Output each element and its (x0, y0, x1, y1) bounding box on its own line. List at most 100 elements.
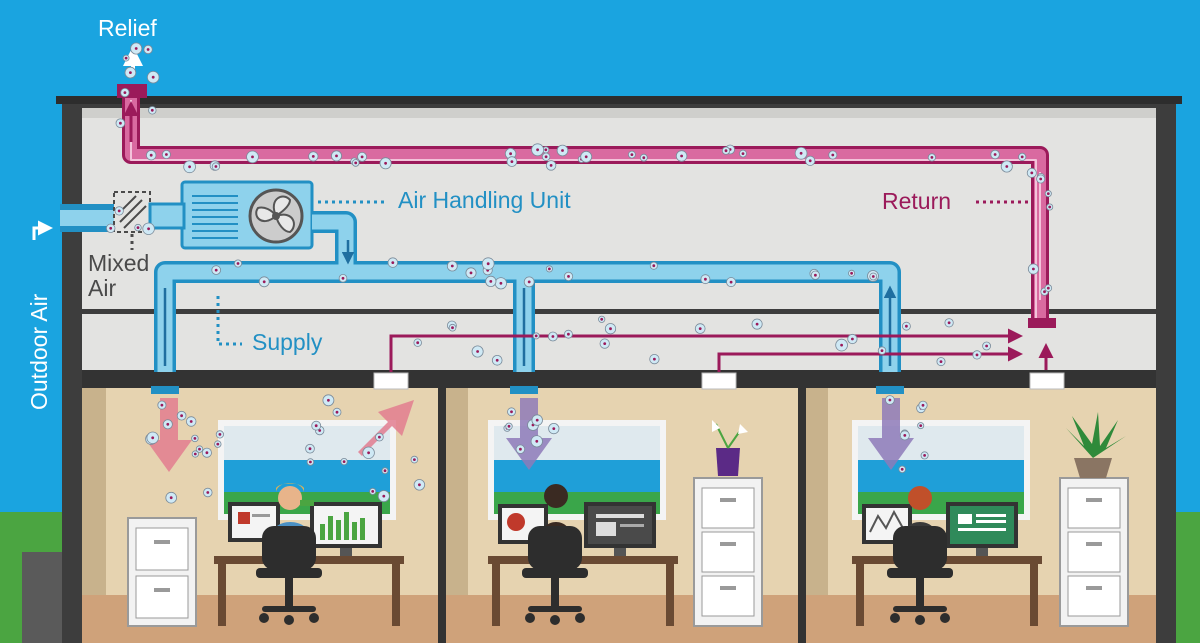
air-particle-core (923, 454, 926, 457)
air-particle-core (609, 327, 612, 331)
desk-icon (852, 556, 1042, 626)
air-particle-core (476, 350, 479, 353)
air-particle-core (552, 427, 556, 430)
air-particle-core (169, 496, 173, 500)
air-particle-core (318, 429, 322, 432)
air-particle-core (544, 148, 548, 152)
air-particle-core (193, 452, 197, 456)
air-particle-core (150, 108, 154, 112)
air-particle-core (799, 151, 803, 155)
air-particle-core (510, 410, 513, 414)
mixed-air-label-line2: Air (88, 275, 117, 301)
air-particle-core (391, 261, 395, 264)
air-particle-core (236, 262, 240, 265)
air-particle-core (469, 271, 473, 275)
plenum-top-shade (82, 108, 1156, 118)
air-particle-core (507, 424, 511, 428)
air-particle-core (146, 48, 150, 51)
return-grille (701, 372, 737, 390)
return-grille-top (1028, 318, 1056, 328)
office-chair-icon (522, 526, 588, 625)
air-particle-core (311, 155, 315, 158)
air-particle-core (939, 360, 943, 363)
air-particle-core (755, 322, 759, 326)
vase-icon (712, 420, 748, 476)
air-particle-core (561, 149, 564, 152)
air-particle-core (205, 451, 209, 455)
air-particle-core (1020, 155, 1024, 159)
air-particle-core (160, 403, 164, 407)
air-particle-core (680, 154, 683, 158)
air-particle-core (888, 398, 892, 402)
air-particle-core (814, 273, 817, 277)
air-particle-core (1048, 205, 1052, 209)
air-particle-core (534, 334, 538, 338)
ceiling-slab (82, 370, 1156, 388)
air-particle-core (147, 227, 151, 231)
air-particle-core (218, 433, 222, 436)
air-particle-core (653, 357, 656, 361)
return-grille (1029, 372, 1065, 390)
air-particle-core (354, 161, 358, 165)
air-particle-core (123, 91, 127, 94)
air-particle-core (214, 165, 218, 168)
air-particle-core (314, 424, 318, 428)
air-particle-core (188, 165, 192, 169)
supply-duct (154, 211, 890, 372)
air-particle-core (975, 353, 979, 357)
airflow-arrows (146, 398, 914, 472)
air-particle-core (129, 71, 132, 74)
air-particle-core (535, 439, 539, 443)
air-particle-core (729, 280, 733, 284)
air-particle-core (151, 436, 155, 440)
air-particle-core (1039, 177, 1043, 181)
air-particle-core (535, 418, 539, 422)
air-particle-core (921, 403, 925, 407)
air-particle-core (549, 164, 553, 167)
air-particle-core (495, 358, 499, 362)
air-particle-core (136, 226, 140, 230)
office-divider (438, 388, 446, 643)
air-particle-core (450, 264, 454, 268)
air-particle-core (384, 161, 387, 165)
filing-cabinet-icon (127, 517, 197, 627)
air-particle-core (1046, 192, 1050, 196)
air-particle-core (378, 435, 381, 439)
air-particles (105, 42, 1054, 504)
air-particle-core (371, 490, 375, 493)
air-particle-core (180, 414, 184, 418)
air-particle-core (704, 277, 707, 281)
air-particle-core (642, 156, 646, 160)
filter-icon (192, 195, 238, 239)
air-particle-core (383, 469, 387, 473)
air-particle-core (551, 335, 555, 338)
label-leaders (130, 200, 1030, 346)
air-particle-core (124, 56, 128, 60)
air-particle-core (416, 341, 420, 345)
fan-icon (248, 188, 304, 244)
air-particle-core (567, 275, 570, 278)
air-particle-core (947, 321, 951, 325)
computer-monitor-icon (584, 502, 656, 556)
air-particle-core (519, 447, 522, 451)
air-particle-core (262, 280, 266, 284)
air-handling-unit-label: Air Handling Unit (398, 187, 571, 213)
computer-monitor-icon (310, 502, 382, 556)
air-particle-core (342, 460, 346, 463)
supply-diffuser (876, 386, 904, 394)
supply-diffuser (151, 386, 179, 394)
filing-cabinet-icon (1059, 477, 1129, 627)
air-particle-core (905, 324, 908, 328)
desk-icon (488, 556, 678, 626)
supply-diffuser (510, 386, 538, 394)
air-particle-core (418, 483, 421, 487)
air-particle-core (603, 342, 607, 345)
mid-beam (82, 309, 1156, 314)
air-particle-core (509, 152, 512, 156)
air-particle-core (360, 155, 364, 159)
air-particle-core (335, 154, 338, 158)
air-particle-core (652, 264, 656, 268)
air-particle-core (151, 75, 155, 79)
air-particle-core (584, 155, 588, 159)
